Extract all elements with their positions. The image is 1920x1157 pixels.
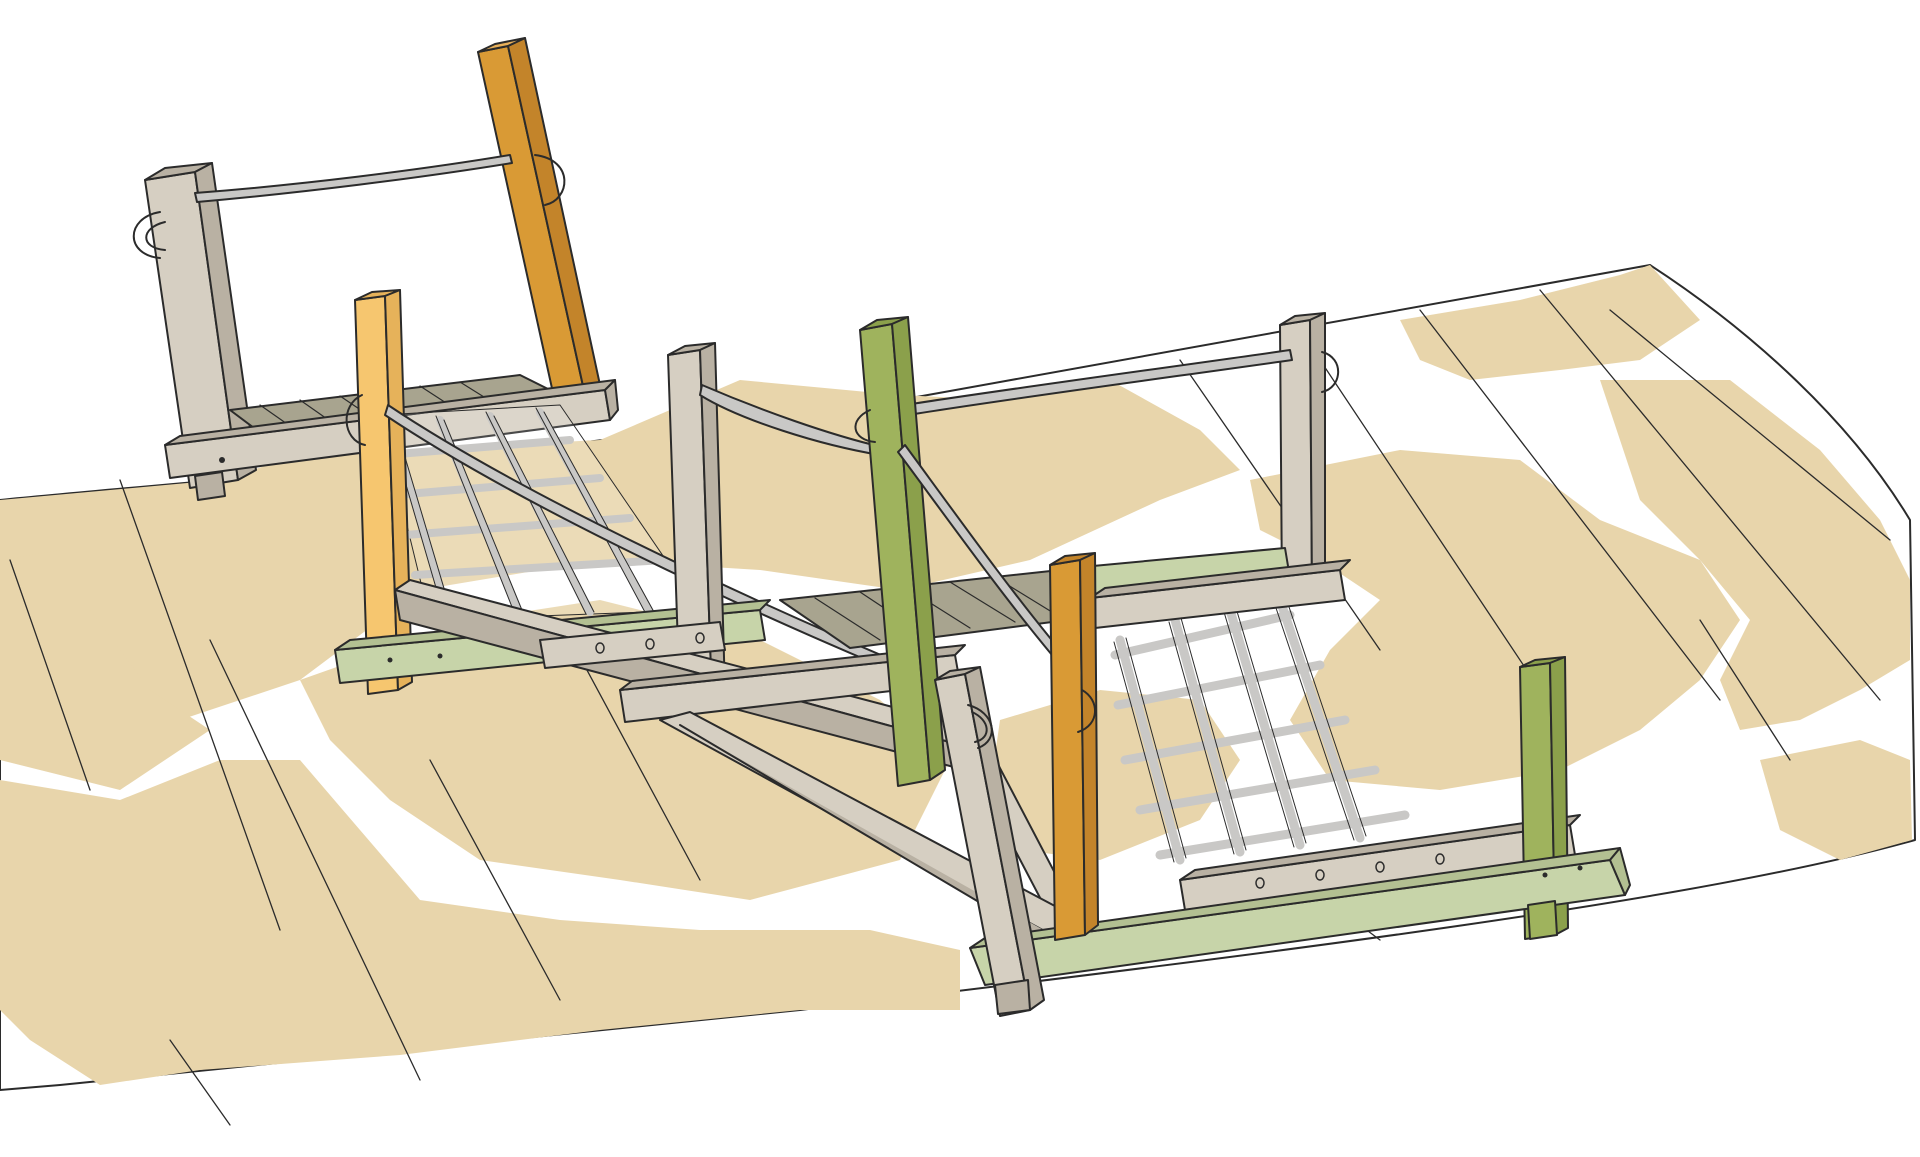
rope-loop — [534, 154, 566, 206]
timber-beam — [539, 621, 726, 669]
handrail-rope — [904, 349, 1293, 416]
sand-patch — [1760, 740, 1912, 860]
ground-texture-lines — [9, 289, 1891, 1126]
right-front-frame — [934, 552, 1631, 1017]
sand-patch — [0, 550, 210, 790]
timber-post — [194, 471, 226, 501]
rope-loop — [132, 211, 161, 259]
rope-loop — [967, 704, 993, 749]
sand-patch — [0, 760, 960, 1085]
timber-post — [1049, 559, 1086, 941]
timber-post — [994, 979, 1031, 1015]
rope-net — [1110, 595, 1410, 865]
rope-loop — [1321, 351, 1340, 393]
handrail-rope — [194, 154, 513, 203]
rope-loop — [1077, 689, 1096, 733]
sand-patch — [1250, 450, 1740, 790]
rope-loop — [854, 409, 876, 443]
center-green-post-group — [854, 316, 1061, 787]
sand-patch — [1400, 265, 1700, 380]
rope-loop — [345, 394, 366, 446]
